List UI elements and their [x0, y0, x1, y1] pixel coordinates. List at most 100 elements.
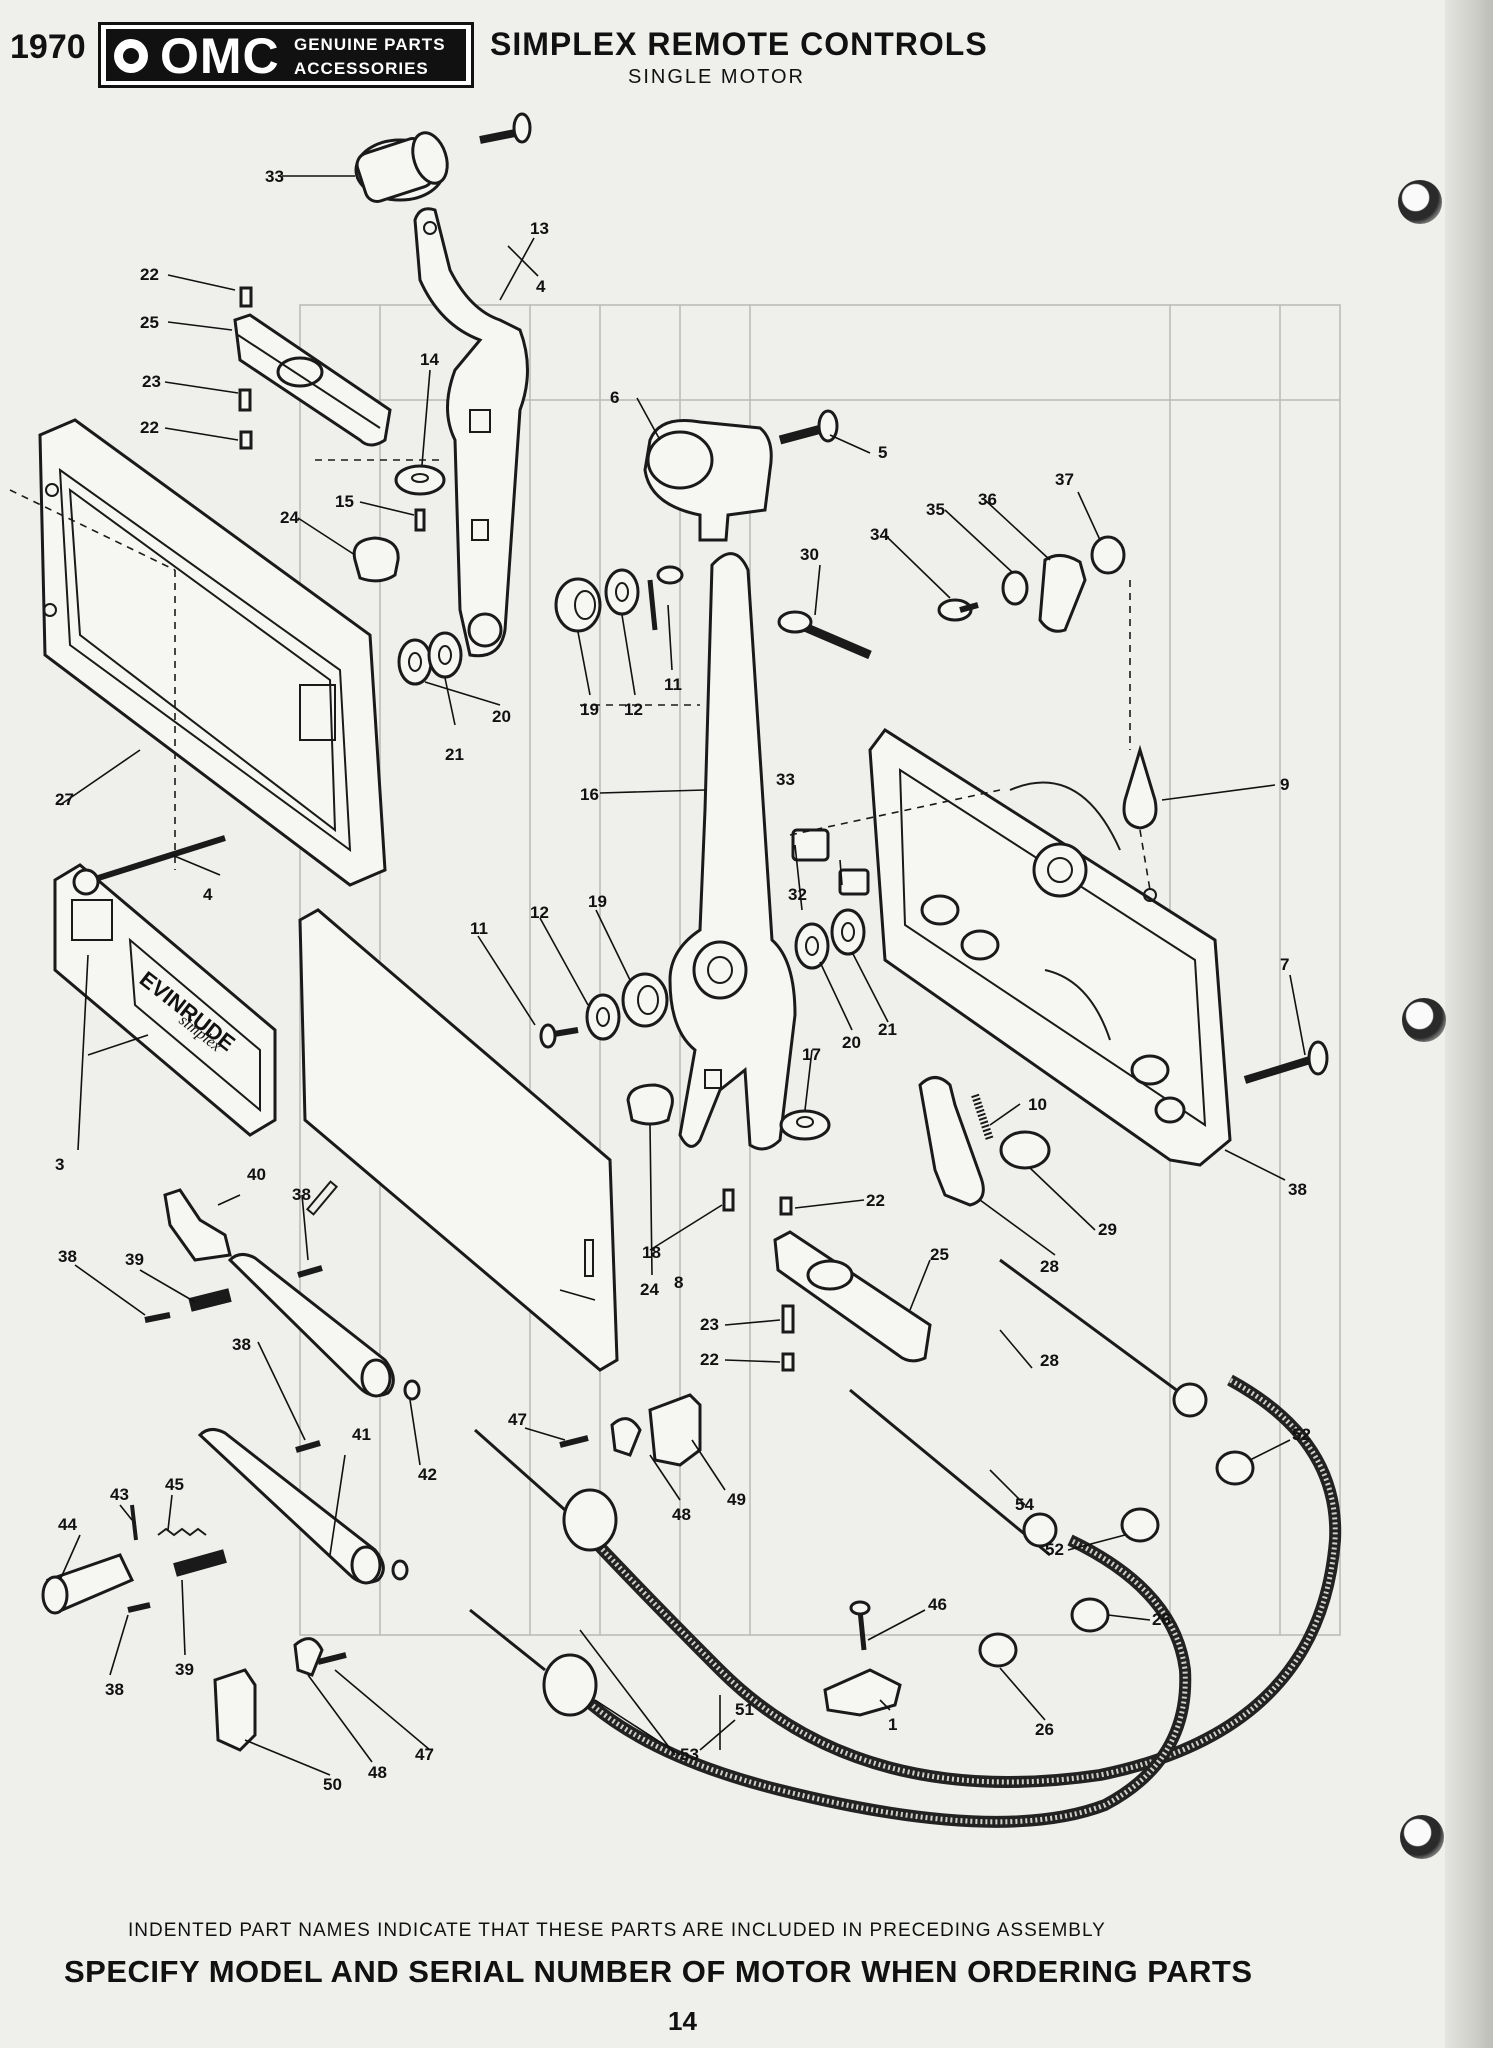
- callout-19-a: 19: [580, 700, 599, 719]
- part-clips-31-32: [791, 828, 870, 896]
- part-detent-lever-10: [918, 1076, 1051, 1207]
- callout-17: 17: [802, 1045, 821, 1064]
- callout-23-a: 23: [142, 372, 161, 391]
- callout-45: 45: [165, 1475, 184, 1494]
- callout-52-a: 52: [1045, 1540, 1064, 1559]
- part-bolt-right: [1243, 1040, 1329, 1084]
- callout-30: 30: [800, 545, 819, 564]
- callout-44: 44: [58, 1515, 77, 1534]
- part-cable-ends-41: [197, 1253, 395, 1585]
- part-cables: [469, 1258, 1342, 1828]
- callout-22-c: 22: [866, 1191, 885, 1210]
- callout-28-b: 28: [1040, 1351, 1059, 1370]
- ordering-instruction: SPECIFY MODEL AND SERIAL NUMBER OF MOTOR…: [64, 1954, 1253, 1989]
- part-right-housing: [868, 727, 1232, 1167]
- part-cable-guide-top: [233, 313, 392, 447]
- assembly-dashed-lines: [9, 459, 1131, 870]
- callout-34: 35: [926, 500, 945, 519]
- callout-2: 3: [55, 1155, 64, 1174]
- page-subtitle: SINGLE MOTOR: [628, 66, 805, 88]
- logo-subtext-2: ACCESSORIES: [294, 59, 429, 78]
- callout-13: 13: [530, 219, 549, 238]
- part-hub-block: [643, 419, 773, 542]
- callout-38-a: 38: [292, 1185, 311, 1204]
- year-label: 1970: [10, 28, 86, 66]
- callout-14: 14: [420, 350, 439, 369]
- part-screw-right: [778, 409, 839, 445]
- callout-48-b: 48: [368, 1763, 387, 1782]
- punch-hole-top: [1398, 180, 1442, 224]
- callout-49: 49: [727, 1490, 746, 1509]
- callout-33: 34: [870, 525, 889, 544]
- exploded-parts-diagram: EVINRUDE simplex: [0, 110, 1440, 1870]
- callout-31: 32: [788, 885, 807, 904]
- callout-16: 16: [580, 785, 599, 804]
- part-screw-top: [479, 112, 532, 144]
- callout-52-b: 52: [1292, 1425, 1311, 1444]
- callout-39-b: 39: [175, 1660, 194, 1679]
- part-washer-pin-14-15: [394, 464, 446, 532]
- callout-42: 42: [418, 1465, 437, 1484]
- callout-5: 33: [265, 167, 284, 186]
- part-left-housing: [38, 418, 387, 887]
- callout-53: 53: [680, 1745, 699, 1764]
- callout-38-b: 38: [58, 1247, 77, 1266]
- part-control-lever: [668, 552, 797, 1151]
- part-small-hardware-left: [41, 1265, 589, 1665]
- omc-emblem-icon: [114, 39, 148, 73]
- page-footer: INDENTED PART NAMES INDICATE THAT THESE …: [0, 1920, 1493, 2048]
- logo-subtext-1: GENUINE PARTS: [294, 35, 446, 54]
- page-header: 1970 OMC GENUINE PARTS ACCESSORIES SIMPL…: [0, 0, 1493, 110]
- callout-43: 43: [110, 1485, 129, 1504]
- callout-22-b: 22: [140, 418, 159, 437]
- part-knob: [354, 131, 449, 203]
- callout-1: 1: [888, 1715, 897, 1734]
- callout-24-a: 24: [280, 508, 299, 527]
- part-bushing-upper: [554, 565, 684, 633]
- part-bracket-40: [163, 1188, 232, 1262]
- callout-39-a: 39: [125, 1250, 144, 1269]
- part-bushing-lower: [539, 972, 669, 1049]
- callout-26-a: 26: [1035, 1720, 1054, 1739]
- callout-labels: 33 4 13 22 25 23 22 14 15 24 6 5 30 34 3…: [55, 167, 1311, 1794]
- callout-36: 37: [1055, 470, 1074, 489]
- callout-47-b: 47: [415, 1745, 434, 1764]
- callout-50: 50: [323, 1775, 342, 1794]
- punch-hole-bottom: [1400, 1815, 1444, 1859]
- callout-18: 18: [642, 1243, 661, 1262]
- callout-15: 15: [335, 492, 354, 511]
- callout-7: 7: [1280, 955, 1289, 974]
- callout-38-d: 38: [105, 1680, 124, 1699]
- part-pin-trunnion-18-24: [626, 1083, 735, 1212]
- callout-4-top: 4: [536, 277, 546, 296]
- callout-12-b: 12: [530, 903, 549, 922]
- callout-38-c: 38: [232, 1335, 251, 1354]
- callout-10: 10: [1028, 1095, 1047, 1114]
- callout-26-b: 26: [1152, 1610, 1171, 1629]
- callout-46: 46: [928, 1595, 947, 1614]
- callout-11-a: 11: [664, 675, 682, 694]
- callout-41: 41: [352, 1425, 371, 1444]
- callout-6: 6: [610, 388, 619, 407]
- callout-11-b: 11: [470, 919, 488, 938]
- callout-37: 38: [1288, 1180, 1307, 1199]
- part-screw-30: [777, 610, 872, 660]
- callout-54: 54: [1015, 1495, 1034, 1514]
- callout-20-a: 20: [492, 707, 511, 726]
- part-washers-upper: [397, 631, 463, 686]
- part-clips-48-49-50: [213, 1393, 702, 1752]
- callout-25-b: 25: [930, 1245, 949, 1264]
- part-long-screw: [72, 835, 226, 896]
- callout-25-a: 25: [140, 313, 159, 332]
- callout-23-b: 23: [700, 1315, 719, 1334]
- callout-19-b: 19: [588, 892, 607, 911]
- callout-22-a: 22: [140, 265, 159, 284]
- callout-3: 4: [203, 885, 213, 904]
- callout-22-d: 22: [700, 1350, 719, 1369]
- callout-51: 51: [735, 1700, 754, 1719]
- callout-29: 29: [1098, 1220, 1117, 1239]
- assembly-note: INDENTED PART NAMES INDICATE THAT THESE …: [128, 1920, 1106, 1941]
- punch-hole-middle: [1402, 998, 1446, 1042]
- page-title: SIMPLEX REMOTE CONTROLS: [490, 26, 988, 62]
- callout-47-a: 47: [508, 1410, 527, 1429]
